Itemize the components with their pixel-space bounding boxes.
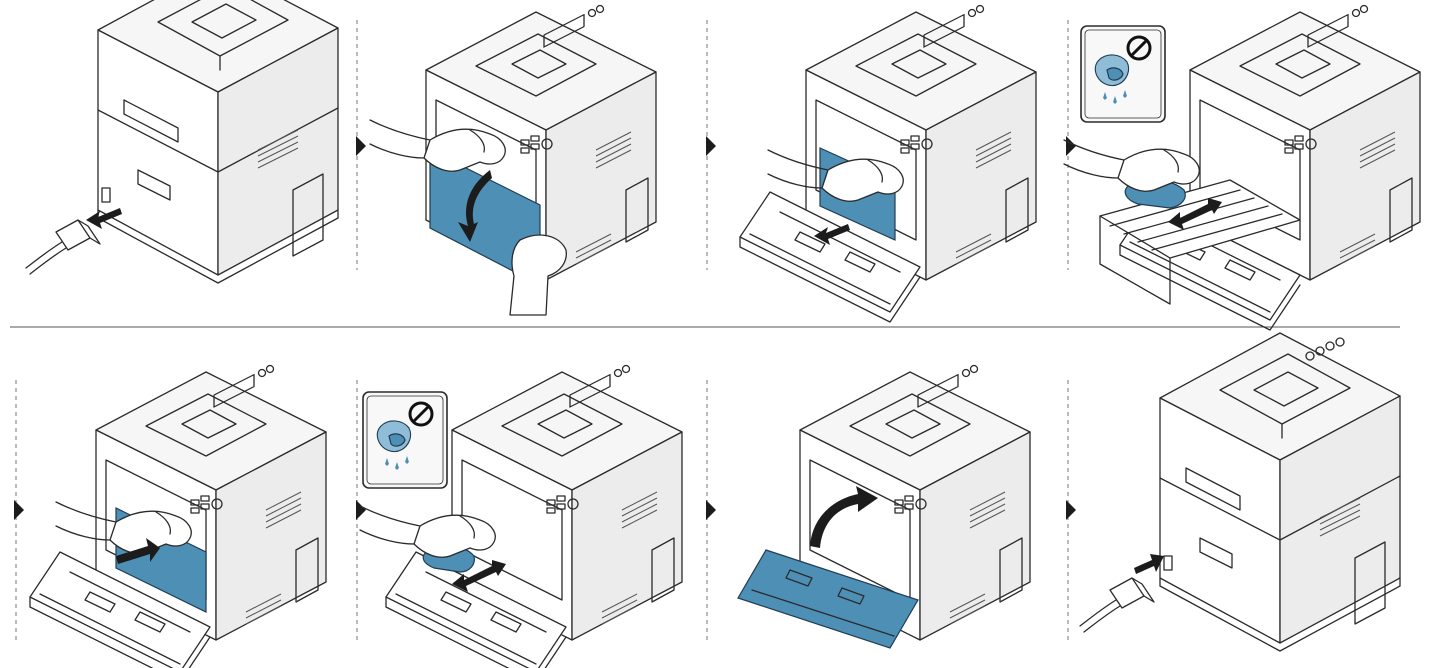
chevron-right-icon [14,500,24,520]
power-cord-icon [1079,577,1155,633]
curved-arrow-down-icon [458,170,492,242]
no-water-icon [361,390,449,490]
chevron-right-icon [1066,500,1076,520]
front-cover-panel [737,549,919,649]
chevron-right-icon [706,136,716,156]
printer-icon [97,0,339,284]
printer-icon [1159,332,1401,652]
hands-icon [369,119,567,316]
step-1-unplug-power-cord [25,0,339,284]
arrow-in-icon [1134,554,1164,574]
step-7-close-front-cover [737,364,1031,649]
step-3-remove-waste-toner-container [739,4,1037,323]
step-5-insert-waste-toner-container [29,364,327,668]
arrow-in-icon [116,538,160,564]
hand-icon [1063,139,1200,192]
chevron-right-icon [706,500,716,520]
step-2-open-front-cover [369,4,657,316]
curved-arrow-up-icon [810,486,878,548]
chevron-right-icon [1066,136,1076,156]
step-6-wipe-front-area-with-dry-cloth [359,364,683,668]
chevron-right-icon [356,500,366,520]
no-water-icon [1079,24,1167,124]
step-8-plug-in-power-cord [1079,332,1401,652]
step-4-wipe-inside-with-dry-cloth [1063,4,1421,331]
chevron-right-icon [356,136,366,156]
power-cord-icon [25,219,101,275]
